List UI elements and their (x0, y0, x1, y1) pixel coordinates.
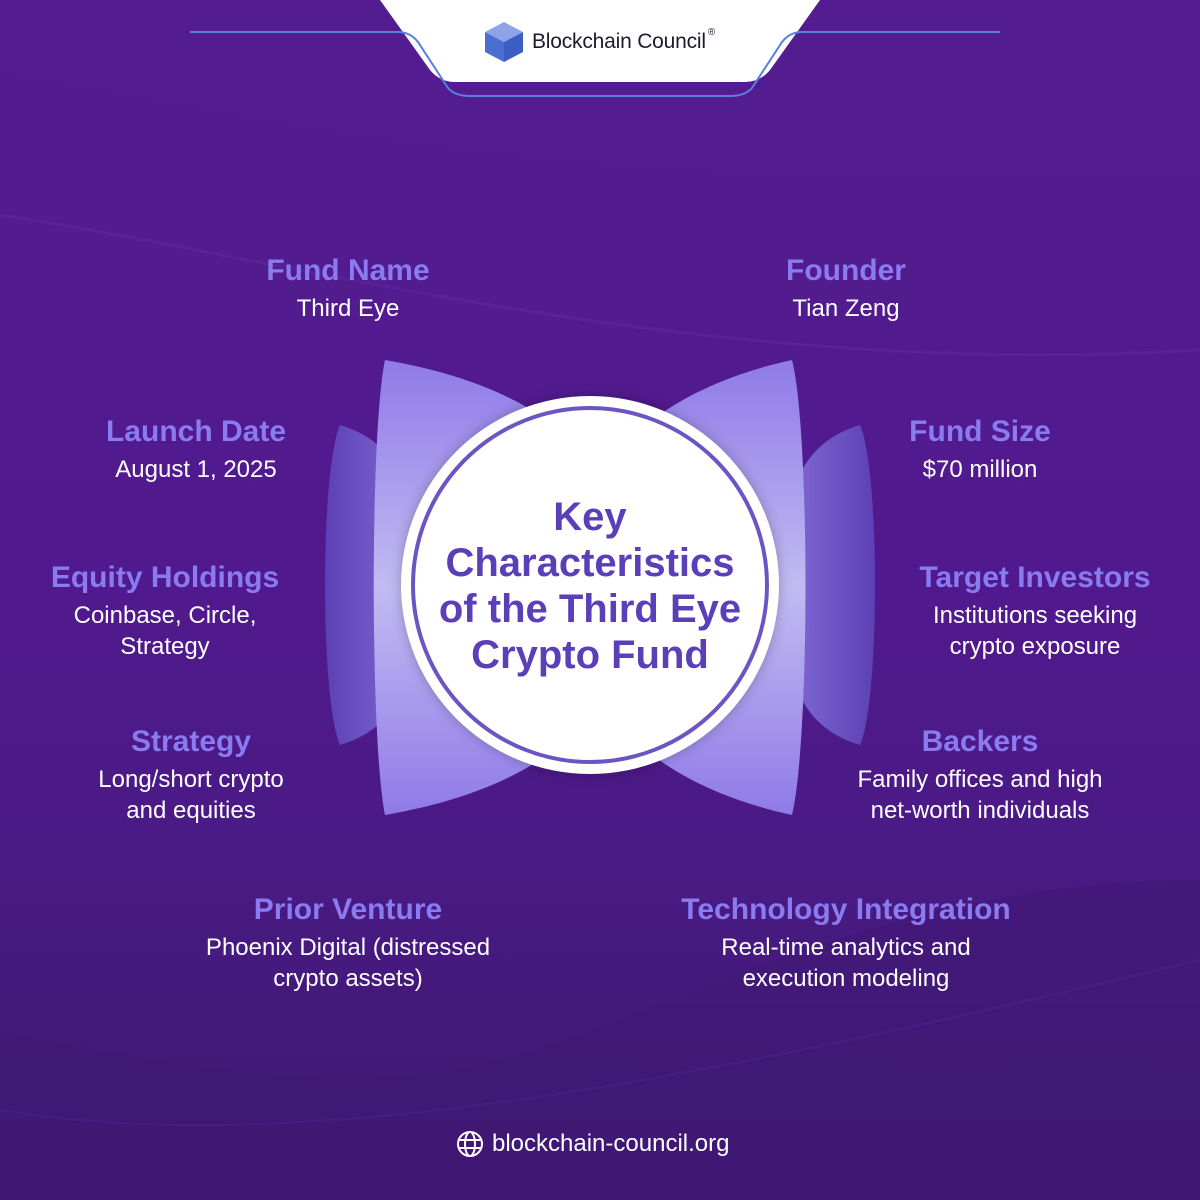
item-label: Launch Date (105, 415, 287, 448)
item-label: Fund Size (909, 415, 1051, 448)
item-value: Third Eye (296, 295, 400, 322)
item-value: August 1, 2025 (115, 456, 277, 483)
item-label: Founder (786, 254, 906, 287)
item-fund-name: Fund Name Third Eye (266, 253, 429, 324)
item-value: net-worth individuals (870, 797, 1090, 824)
item-launch-date: Launch Date August 1, 2025 (106, 414, 286, 485)
item-value: execution modeling (742, 965, 950, 992)
item-strategy: Strategy Long/short crypto and equities (98, 724, 283, 826)
item-equity-holdings: Equity Holdings Coinbase, Circle, Strate… (51, 560, 279, 662)
item-technology-integration: Technology Integration Real-time analyti… (681, 892, 1010, 994)
item-value: Real-time analytics and (721, 934, 971, 961)
item-value: Tian Zeng (792, 295, 900, 322)
item-label: Prior Venture (253, 893, 443, 926)
cube-icon (485, 22, 523, 62)
item-target-investors: Target Investors Institutions seeking cr… (919, 560, 1150, 662)
brand-logo: Blockchain Council ® (482, 20, 715, 64)
title-line: Crypto Fund (471, 633, 709, 677)
title-line: of the Third Eye (438, 587, 742, 631)
globe-icon (457, 1131, 483, 1157)
item-value: crypto assets) (273, 965, 423, 992)
item-label: Equity Holdings (50, 561, 280, 594)
registered-mark: ® (707, 26, 716, 38)
item-prior-venture: Prior Venture Phoenix Digital (distresse… (206, 892, 490, 994)
item-value: Strategy (120, 633, 210, 660)
center-ring (411, 406, 769, 764)
item-value: Institutions seeking (932, 602, 1138, 629)
item-backers: Backers Family offices and high net-wort… (857, 724, 1102, 826)
item-value: Coinbase, Circle, (73, 602, 257, 629)
brand-name: Blockchain Council (532, 30, 706, 53)
item-label: Backers (921, 725, 1039, 758)
title-line: Key (553, 495, 627, 539)
item-value: crypto exposure (949, 633, 1121, 660)
center-title: Key Characteristics of the Third Eye Cry… (401, 494, 779, 678)
item-value: and equities (126, 797, 256, 824)
item-value: Long/short crypto (98, 766, 284, 793)
website-link[interactable]: blockchain-council.org (492, 1130, 730, 1157)
center-title-circle: Key Characteristics of the Third Eye Cry… (401, 396, 779, 774)
item-label: Fund Name (266, 254, 430, 287)
item-label: Technology Integration (681, 893, 1011, 926)
title-line: Characteristics (445, 541, 735, 585)
item-value: Phoenix Digital (distressed (205, 934, 491, 961)
item-value: Family offices and high (857, 766, 1103, 793)
item-fund-size: Fund Size $70 million (909, 414, 1051, 485)
item-label: Target Investors (919, 561, 1151, 594)
item-founder: Founder Tian Zeng (786, 253, 906, 324)
item-label: Strategy (130, 725, 252, 758)
footer-website[interactable]: blockchain-council.org (456, 1130, 729, 1158)
item-value: $70 million (922, 456, 1038, 483)
